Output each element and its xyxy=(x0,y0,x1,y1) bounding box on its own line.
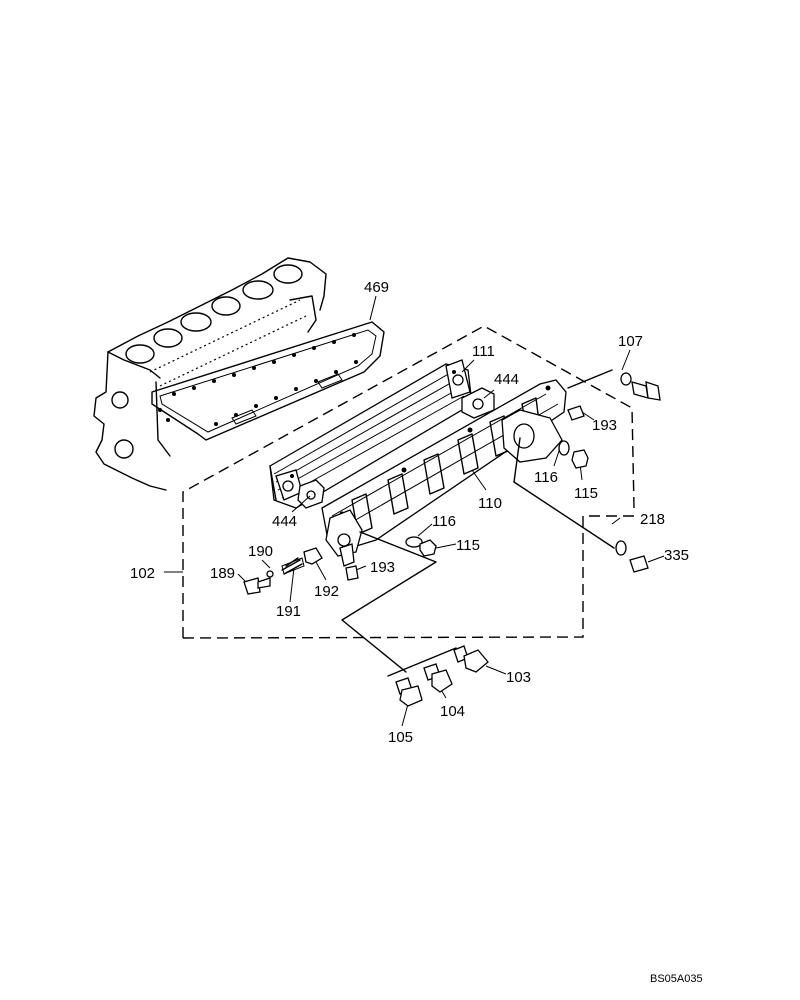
part-label-115-right: 115 xyxy=(574,485,598,502)
part-label-190: 190 xyxy=(248,543,273,560)
washer-116-right-drawing xyxy=(558,440,570,456)
ring-190-drawing xyxy=(266,570,274,578)
assembly-102-boundary xyxy=(182,325,635,639)
drawing-id: BS05A035 xyxy=(650,973,703,985)
part-label-104: 104 xyxy=(440,703,465,720)
oil-cooler-element-drawing xyxy=(269,359,473,509)
part-label-116-right: 116 xyxy=(534,469,558,486)
part-label-107: 107 xyxy=(618,333,643,350)
part-label-116-center: 116 xyxy=(432,513,456,530)
engine-block-drawing xyxy=(93,257,327,491)
part-label-111: 111 xyxy=(472,343,495,360)
bolt-107-drawing xyxy=(620,372,661,401)
valve-192-drawing xyxy=(303,547,323,565)
washer-218-drawing xyxy=(615,540,627,556)
part-label-192: 192 xyxy=(314,583,339,600)
part-label-115-center: 115 xyxy=(456,537,480,554)
gasket-469-drawing xyxy=(151,321,385,441)
plug-103-drawing xyxy=(453,645,489,673)
plug-104-drawing xyxy=(423,663,453,693)
nut-115-center-drawing xyxy=(419,539,437,557)
part-label-469: 469 xyxy=(364,279,389,296)
plug-193-lower-drawing xyxy=(345,565,359,581)
part-label-444-upper: 444 xyxy=(494,371,519,388)
part-label-189: 189 xyxy=(210,565,235,582)
part-label-335: 335 xyxy=(664,547,689,564)
bolt-189-drawing xyxy=(243,577,271,595)
nut-115-right-drawing xyxy=(571,449,589,469)
oil-cooler-cover-drawing xyxy=(321,379,567,567)
gasket-444-upper-drawing xyxy=(461,387,495,419)
plug-105-drawing xyxy=(395,677,423,707)
part-label-444-lower: 444 xyxy=(272,513,297,530)
washer-116-center-drawing xyxy=(405,536,423,548)
spring-191-drawing xyxy=(281,557,305,575)
part-label-193-lower: 193 xyxy=(370,559,395,576)
part-label-103: 103 xyxy=(506,669,531,686)
part-label-218: 218 xyxy=(640,511,665,528)
part-label-110: 110 xyxy=(478,495,502,512)
part-label-191: 191 xyxy=(276,603,301,620)
bolt-335-drawing xyxy=(629,555,649,573)
part-label-105: 105 xyxy=(388,729,413,746)
part-label-193-right: 193 xyxy=(592,417,617,434)
part-label-102: 102 xyxy=(130,565,155,582)
plug-193-right-drawing xyxy=(567,405,585,421)
